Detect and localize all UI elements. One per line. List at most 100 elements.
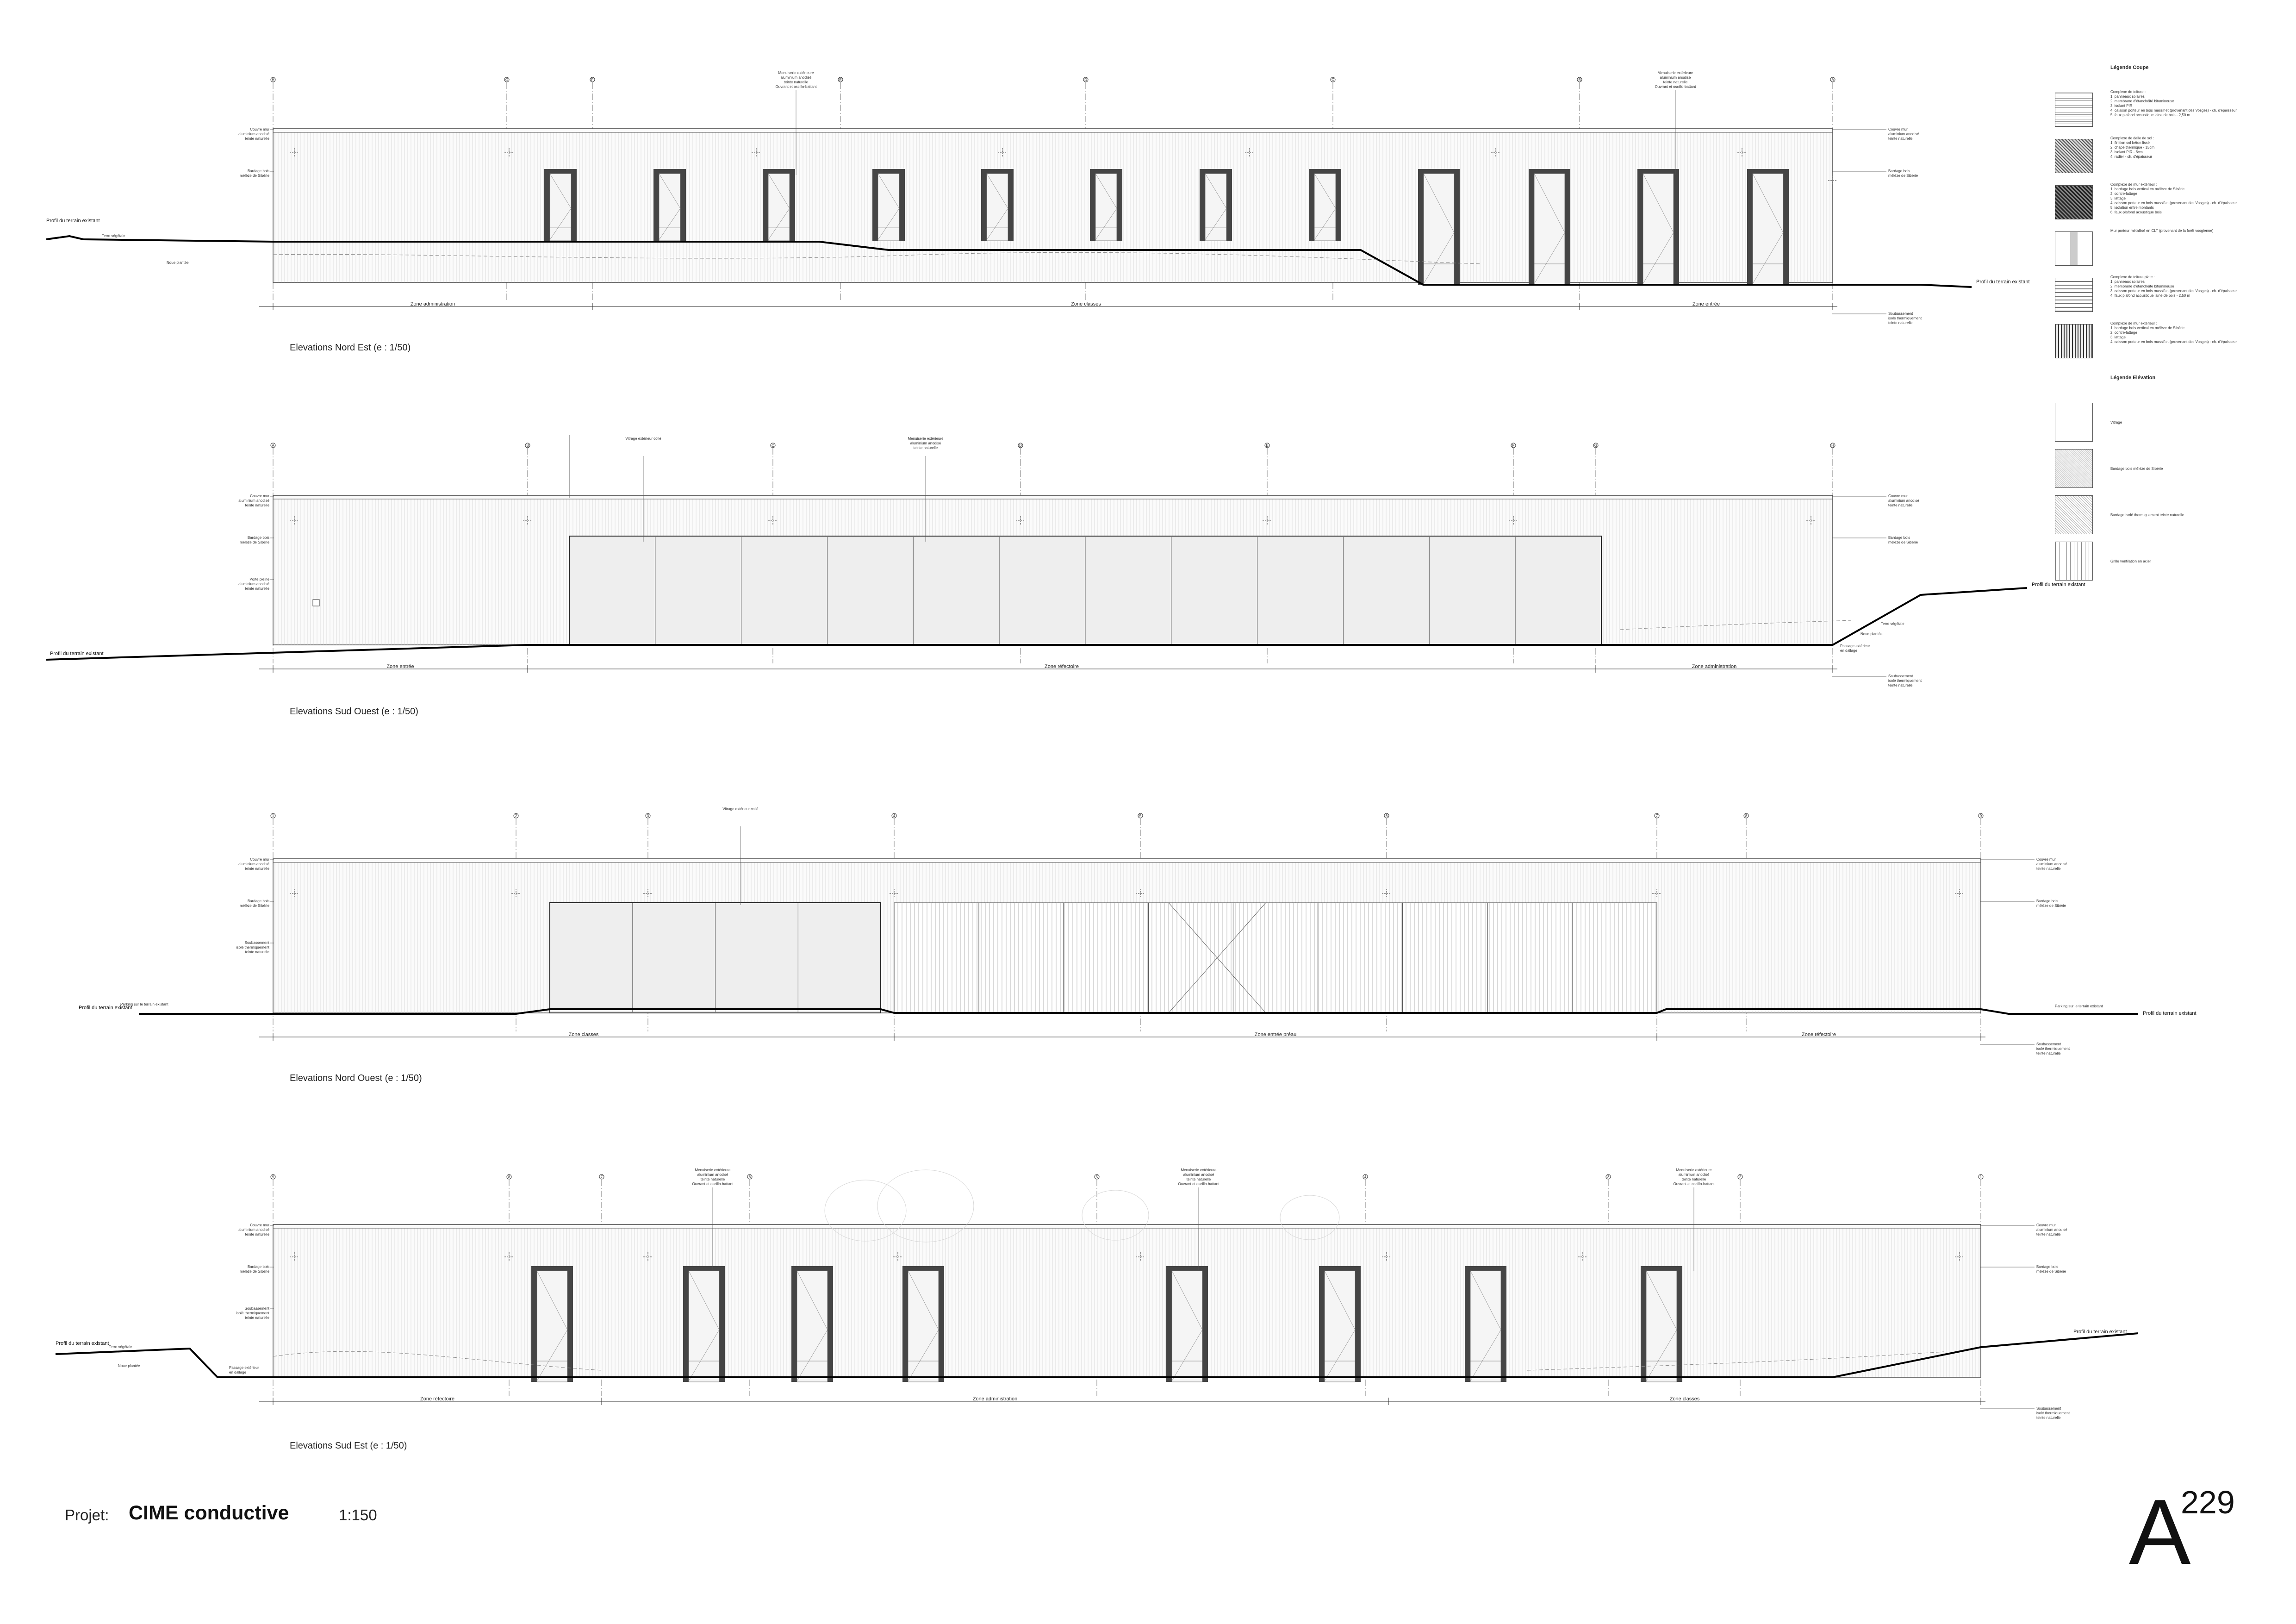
grid-axis-bubble xyxy=(891,813,897,818)
window-glazing xyxy=(536,1270,568,1382)
cross-marker xyxy=(1578,1252,1587,1262)
grid-axis-label: 7 xyxy=(601,1175,603,1179)
cross-marker xyxy=(1382,889,1391,898)
annotation-extra: Terre végétale xyxy=(109,1345,132,1349)
cross-marker xyxy=(998,148,1007,157)
window-glazing xyxy=(1646,1270,1677,1382)
grid-axis-label: 3 xyxy=(647,814,649,818)
annotation-extra: Parking sur le terrain existant xyxy=(2055,1004,2103,1008)
profile-label-left: Profil du terrain existant xyxy=(50,651,104,656)
annotation-extra: Parking sur le terrain existant xyxy=(120,1002,168,1006)
grid-axis-bubble xyxy=(1511,443,1516,448)
annotation-window: Vitrage extérieur collé xyxy=(722,807,759,811)
terrain-profile-line xyxy=(139,1008,2138,1015)
window-opening-symbol xyxy=(1534,173,1565,284)
window-opening-symbol xyxy=(1171,1270,1203,1381)
grid-axis-bubble xyxy=(270,443,276,448)
window-glazing xyxy=(688,1270,720,1382)
grid-axis-label: 6 xyxy=(1386,814,1388,818)
terrain-profile-line xyxy=(55,1332,2139,1378)
grid-axis-bubble xyxy=(504,77,510,82)
cross-marker xyxy=(1806,516,1816,525)
terrain-profile-line xyxy=(46,587,2028,661)
window-glazing xyxy=(1095,173,1117,241)
grid-axis-label: A xyxy=(1831,78,1834,82)
cross-marker xyxy=(1737,148,1747,157)
grid-axis-bubble xyxy=(1830,443,1836,448)
grid-axis-label: D xyxy=(1019,443,1022,448)
grid-axis-label: H xyxy=(1831,443,1834,448)
window-glazing xyxy=(1314,173,1336,241)
grid-axis-label: B xyxy=(526,443,529,448)
grid-axis-label: 7 xyxy=(1656,814,1658,818)
grid-axis-label: 4 xyxy=(893,814,896,818)
legend-panel: Légende Coupe Complexe de toiture : 1. p… xyxy=(2055,65,2277,581)
window-opening-symbol xyxy=(1314,173,1336,240)
legend-coupe-text: Complexe de mur extérieur : 1. bardage b… xyxy=(2110,182,2237,214)
window-opening-symbol xyxy=(986,173,1008,240)
zone-label: Zone réfectoire xyxy=(420,1396,454,1402)
grid-axis-bubble xyxy=(747,1174,753,1180)
zone-label: Zone administration xyxy=(973,1396,1018,1402)
cross-marker xyxy=(1382,1252,1391,1262)
legend-coupe-text: Complexe de toiture : 1. panneaux solair… xyxy=(2110,90,2237,117)
grid-axis-bubble xyxy=(1018,443,1023,448)
facade-body xyxy=(273,128,1833,283)
cross-marker xyxy=(1136,889,1145,898)
legend-coupe-title: Légende Coupe xyxy=(2110,65,2149,70)
legend-elevation-title: Légende Elévation xyxy=(2110,375,2156,381)
grid-axis-label: 9 xyxy=(1980,814,1982,818)
grid-axis-label: G xyxy=(1594,443,1597,448)
zone-label: Zone classes xyxy=(1071,301,1101,307)
grid-axis-bubble xyxy=(1830,77,1836,82)
louvre-screen xyxy=(894,902,1657,1013)
grid-axis-bubble xyxy=(599,1174,604,1180)
window-opening-symbol xyxy=(688,1270,720,1381)
profile-label-left: Profil du terrain existant xyxy=(79,1005,132,1011)
window-opening-symbol xyxy=(1752,173,1784,284)
profile-label-right: Profil du terrain existant xyxy=(1976,279,2030,285)
profile-label-left: Profil du terrain existant xyxy=(56,1341,109,1346)
legend-elevation-text: Bardage bois mélèze de Sibérie xyxy=(2110,467,2163,471)
zone-label: Zone classes xyxy=(1670,1396,1700,1402)
cross-marker xyxy=(1245,148,1254,157)
legend-coupe-swatch xyxy=(2055,139,2093,173)
legend-elevation-text: Bardage isolé thermiquement teinte natur… xyxy=(2110,513,2184,517)
elevation-caption: Elevations Sud Est (e : 1/50) xyxy=(290,1441,407,1451)
window-glazing xyxy=(1470,1270,1501,1382)
annotation-window: Vitrage extérieur collé xyxy=(625,437,661,441)
cross-marker xyxy=(1652,889,1661,898)
grid-axis-bubble xyxy=(838,77,843,82)
legend-coupe-text: Complexe de mur extérieur : 1. bardage b… xyxy=(2110,321,2237,344)
project-name: CIME conductive xyxy=(129,1502,289,1524)
sheet-letter: A xyxy=(2129,1480,2191,1584)
drawing-scale: 1:150 xyxy=(339,1506,377,1524)
grid-axis-bubble xyxy=(590,77,595,82)
zone-label: Zone entrée préau xyxy=(1255,1032,1297,1037)
window-glazing xyxy=(1423,173,1455,285)
sheet-number: 229 xyxy=(2181,1484,2235,1520)
cross-marker xyxy=(290,1252,299,1262)
window-opening-symbol xyxy=(549,173,572,240)
window-glazing xyxy=(877,173,900,241)
legend-coupe-swatch xyxy=(2055,278,2093,312)
window-glazing xyxy=(1205,173,1227,241)
legend-elevation-swatch xyxy=(2055,449,2093,488)
window-glazing xyxy=(1752,173,1784,285)
